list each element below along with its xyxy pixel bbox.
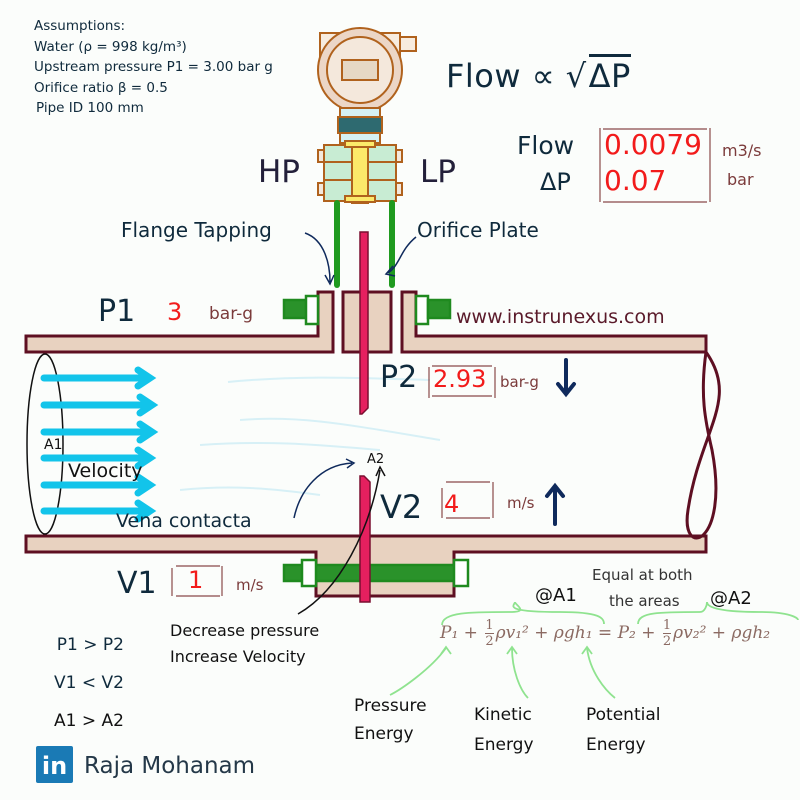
a1-label: A1	[44, 437, 63, 453]
flow-label: Flow	[517, 131, 575, 160]
kinetic-energy-line1: Kinetic	[474, 705, 532, 725]
pressure-energy-line1: Pressure	[354, 696, 427, 716]
relation-velocity: V1 < V2	[54, 673, 124, 693]
value-boxes	[171, 128, 711, 597]
formula-radicand: ΔP	[588, 54, 631, 95]
website-link[interactable]: www.instrunexus.com	[456, 306, 665, 328]
p1-unit: bar-g	[209, 304, 254, 324]
dp-label: ΔP	[540, 168, 571, 196]
relation-area: A1 > A2	[54, 711, 124, 731]
relations-list: P1 > P2 V1 < V2 A1 > A2	[54, 626, 124, 740]
assumption-upstream-pressure: Upstream pressure P1 = 3.00 bar g	[34, 59, 273, 75]
trend-arrows	[545, 358, 576, 526]
potential-energy-line1: Potential	[586, 705, 661, 725]
assumption-pipe-id: Pipe ID 100 mm	[36, 100, 144, 116]
equal-note: Equal at both the areas	[592, 562, 693, 614]
lhs-energy-terms: ρv₁² + ρgh₁	[495, 623, 593, 643]
pipe-break-right	[685, 351, 721, 540]
potential-energy-label: Potential Energy	[586, 700, 660, 760]
kinetic-energy-line2: Energy	[474, 735, 534, 755]
kinetic-energy-label: Kinetic Energy	[474, 700, 534, 760]
frac-denominator: 2	[662, 634, 672, 649]
lp-label: LP	[420, 154, 456, 190]
impulse-lines	[334, 200, 395, 288]
assumption-orifice-ratio: Orifice ratio β = 0.5	[34, 79, 168, 96]
flow-value: 0.0079	[604, 128, 702, 161]
radical-icon: √	[565, 57, 587, 95]
pressure-energy-line2: Energy	[354, 724, 414, 744]
velocity-label: Velocity	[68, 460, 143, 482]
streamlines	[179, 376, 441, 496]
linkedin-icon[interactable]: in	[36, 746, 73, 783]
pressure-energy-label: Pressure Energy	[354, 692, 427, 748]
vena-contracta-label: Vena contacta	[116, 510, 252, 532]
bernoulli-braces	[389, 601, 799, 699]
p2-unit: bar-g	[500, 373, 539, 391]
equals-sign: =	[592, 623, 618, 643]
area-a1-ellipse	[26, 353, 64, 535]
p2-value: 2.93	[433, 365, 487, 393]
author-name: Raja Mohanam	[84, 753, 256, 779]
vena-callout-curve	[297, 465, 386, 615]
dp-transmitter	[317, 27, 417, 204]
at-a2-label: @A2	[710, 588, 752, 609]
flow-arrows	[40, 366, 159, 523]
p1-label: P1	[98, 294, 136, 329]
orifice-plate-label: Orifice Plate	[417, 218, 539, 242]
equal-note-line2: the areas	[608, 592, 680, 610]
flow-unit: m3/s	[722, 141, 762, 160]
relation-pressure: P1 > P2	[56, 635, 124, 655]
v1-unit: m/s	[236, 576, 264, 594]
flange-tapping-label: Flange Tapping	[121, 218, 272, 242]
assumptions-title: Assumptions:	[34, 18, 126, 34]
v1-value: 1	[188, 566, 204, 594]
increase-velocity-text: Increase Velocity	[170, 647, 306, 666]
v1-label: V1	[117, 566, 157, 601]
decrease-pressure-text: Decrease pressure	[170, 621, 320, 640]
dp-value: 0.07	[604, 164, 667, 197]
v2-unit: m/s	[507, 494, 535, 512]
rhs-energy-terms: ρv₂² + ρgh₂	[673, 623, 771, 643]
equal-note-line1: Equal at both	[592, 566, 693, 584]
flow-proportional-formula: Flow ∝ √ΔP	[446, 54, 631, 95]
lhs-pressure-term: P₁ +	[440, 623, 484, 643]
dp-unit: bar	[727, 170, 754, 189]
assumption-fluid: Water (ρ = 998 kg/m³)	[34, 38, 187, 55]
frac-numerator: 1	[485, 618, 494, 634]
frac-denominator: 2	[485, 634, 494, 649]
rhs-pressure-term: P₂ +	[617, 623, 661, 643]
frac-numerator: 1	[662, 618, 672, 634]
p2-label: P2	[380, 360, 418, 395]
pressure-velocity-note: Decrease pressure Increase Velocity	[170, 618, 319, 670]
at-a1-label: @A1	[535, 585, 577, 606]
potential-energy-line2: Energy	[586, 735, 646, 755]
assumptions-panel: Assumptions: Water (ρ = 998 kg/m³) Upstr…	[34, 16, 273, 119]
orifice-plate	[359, 231, 371, 603]
hp-label: HP	[258, 154, 301, 190]
v2-value: 4	[444, 490, 460, 518]
a2-label: A2	[367, 452, 385, 467]
v2-label: V2	[380, 488, 423, 526]
flange-bolts	[282, 294, 470, 588]
formula-prefix: Flow ∝	[446, 57, 566, 95]
callout-arrows	[293, 232, 417, 519]
p1-value: 3	[167, 298, 183, 326]
